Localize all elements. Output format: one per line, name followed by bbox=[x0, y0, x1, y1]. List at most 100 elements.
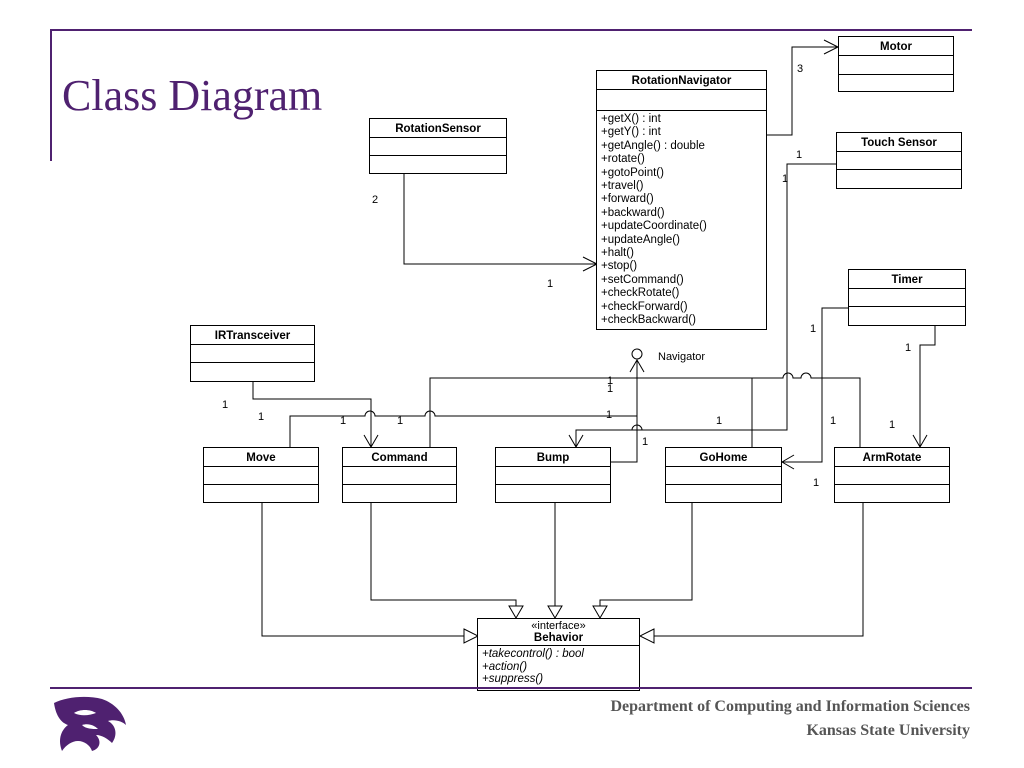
mult-armrotate-1: 1 bbox=[830, 415, 836, 427]
operation: +updateCoordinate() bbox=[601, 220, 707, 233]
class-armrotate: ArmRotate bbox=[834, 447, 950, 503]
operations-section bbox=[849, 307, 965, 324]
footer-university: Kansas State University bbox=[806, 722, 970, 739]
mult-armrotate-2: 1 bbox=[889, 419, 895, 431]
mult-nav-a: 1 bbox=[607, 375, 613, 387]
mult-touch-1: 1 bbox=[796, 149, 802, 161]
attributes-section bbox=[835, 467, 949, 485]
attributes-section bbox=[191, 345, 314, 363]
edge-ir-command bbox=[252, 382, 372, 447]
operation: +getY() : int bbox=[601, 126, 661, 139]
class-motor: Motor bbox=[838, 36, 954, 92]
operations-section bbox=[343, 485, 456, 502]
interface-behavior: «interface» Behavior +takecontrol() : bo… bbox=[477, 618, 640, 691]
navigator-role: Navigator bbox=[658, 351, 705, 363]
mult-rotsensor: 2 bbox=[372, 194, 378, 206]
mult-nav-b: 1 bbox=[607, 383, 613, 395]
edge-move-command bbox=[289, 410, 637, 447]
attributes-section bbox=[666, 467, 781, 485]
class-bump: Bump bbox=[495, 447, 611, 503]
mult-bump: 1 bbox=[642, 436, 648, 448]
operation: +getX() : int bbox=[601, 113, 661, 125]
class-command: Command bbox=[342, 447, 457, 503]
operations-section bbox=[204, 485, 318, 502]
operation: +checkRotate() bbox=[601, 287, 680, 300]
navigator-arrowhead bbox=[629, 359, 645, 373]
mult-ir-1: 1 bbox=[222, 399, 228, 411]
arrowhead-gohome bbox=[781, 454, 795, 470]
edge-command-behavior bbox=[370, 503, 517, 606]
class-name: RotationNavigator bbox=[597, 71, 766, 90]
class-name: ArmRotate bbox=[835, 448, 949, 467]
operation: +getAngle() : double bbox=[601, 139, 705, 152]
operation: +travel() bbox=[601, 180, 644, 193]
class-header: «interface» Behavior bbox=[478, 619, 639, 646]
operations-section bbox=[839, 75, 953, 93]
class-name: GoHome bbox=[666, 448, 781, 467]
triangle-gohome bbox=[592, 605, 608, 619]
class-timer: Timer bbox=[848, 269, 966, 326]
edge-rotationsensor-navigator bbox=[403, 174, 597, 265]
edge-bump-navigator bbox=[610, 430, 638, 463]
class-name: Timer bbox=[849, 270, 965, 289]
mult-timer-1: 1 bbox=[810, 323, 816, 335]
mult-gohome-2: 1 bbox=[813, 477, 819, 489]
edge-timer-gohome bbox=[782, 307, 848, 463]
triangle-command bbox=[508, 605, 524, 619]
edge-gohome-behavior bbox=[599, 503, 693, 606]
class-rotation-sensor: RotationSensor bbox=[369, 118, 507, 174]
edge-armrotate-behavior bbox=[654, 503, 864, 637]
class-name: IRTransceiver bbox=[191, 326, 314, 345]
mult-cmd-1: 1 bbox=[340, 415, 346, 427]
mult-touch-2: 1 bbox=[782, 173, 788, 185]
operations-section bbox=[835, 485, 949, 502]
bottom-rule bbox=[50, 687, 972, 689]
class-move: Move bbox=[203, 447, 319, 503]
wildcat-logo bbox=[54, 696, 126, 751]
crossing-arc bbox=[631, 424, 643, 431]
operation: +action() bbox=[482, 660, 528, 673]
triangle-move bbox=[463, 628, 480, 644]
class-name: Touch Sensor bbox=[837, 133, 961, 152]
class-name: Behavior bbox=[533, 632, 584, 644]
mult-motor: 3 bbox=[797, 63, 803, 75]
operation: +updateAngle() bbox=[601, 233, 680, 246]
attributes-section bbox=[597, 90, 766, 111]
class-name: Command bbox=[343, 448, 456, 467]
mult-timer-2: 1 bbox=[905, 342, 911, 354]
operations-section bbox=[837, 170, 961, 187]
operation: +rotate() bbox=[601, 153, 645, 166]
attributes-section bbox=[496, 467, 610, 485]
edge-navigator-motor bbox=[766, 46, 838, 136]
operation: +gotoPoint() bbox=[601, 166, 664, 179]
class-rotation-navigator: RotationNavigator +getX() : int +getY() … bbox=[596, 70, 767, 330]
edge-touchsensor-bump bbox=[575, 163, 836, 447]
class-name: Move bbox=[204, 448, 318, 467]
footer-department: Department of Computing and Information … bbox=[610, 698, 970, 715]
triangle-armrotate bbox=[638, 628, 655, 644]
mult-cmd-2: 1 bbox=[397, 415, 403, 427]
class-name: RotationSensor bbox=[370, 119, 506, 138]
attributes-section bbox=[839, 56, 953, 75]
top-rule bbox=[50, 29, 972, 31]
operations-section bbox=[496, 485, 610, 502]
operations-section bbox=[370, 156, 506, 173]
attributes-section bbox=[204, 467, 318, 485]
slide-title: Class Diagram bbox=[62, 71, 323, 120]
edge-command-navigator bbox=[429, 372, 861, 447]
attributes-section bbox=[343, 467, 456, 485]
operations-section bbox=[191, 363, 314, 380]
operations-section: +getX() : int +getY() : int +getAngle() … bbox=[597, 111, 766, 330]
navigator-aggregation bbox=[631, 348, 643, 360]
class-ir-transceiver: IRTransceiver bbox=[190, 325, 315, 382]
class-gohome: GoHome bbox=[665, 447, 782, 503]
mult-rotsensor-nav: 1 bbox=[547, 278, 553, 290]
operation: +stop() bbox=[601, 260, 638, 273]
triangle-bump bbox=[547, 605, 563, 619]
mult-gohome: 1 bbox=[716, 415, 722, 427]
attributes-section bbox=[370, 138, 506, 156]
edge-move-behavior bbox=[261, 503, 464, 637]
operation: +checkBackward() bbox=[601, 314, 696, 327]
stereotype: «interface» bbox=[531, 620, 586, 632]
